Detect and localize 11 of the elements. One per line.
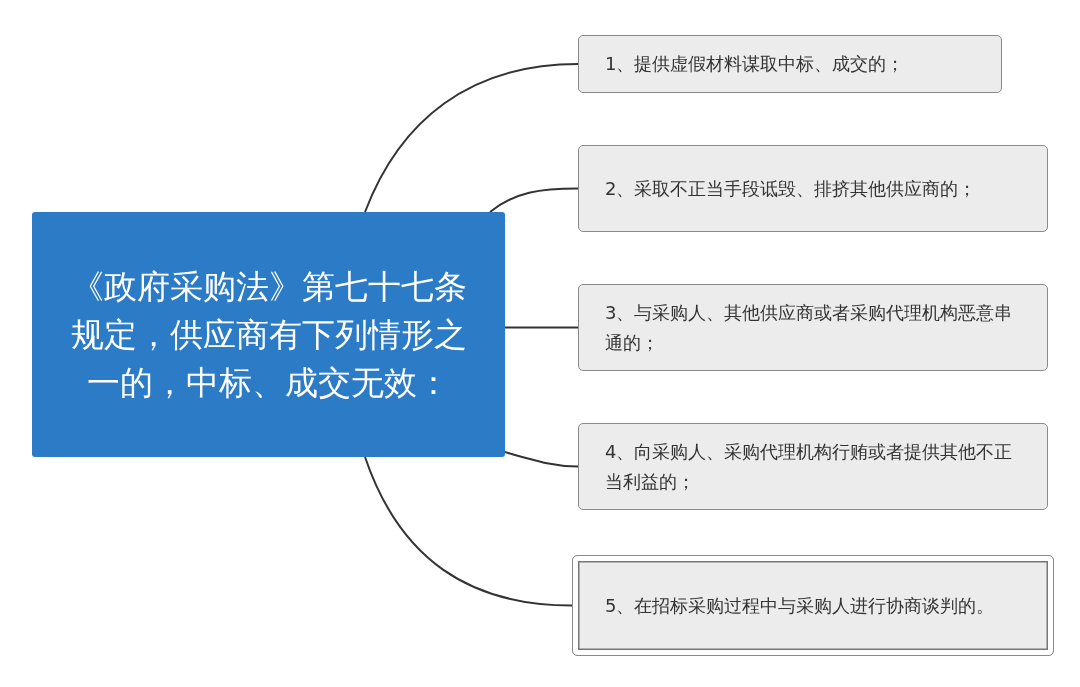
item-box: 3、与采购人、其他供应商或者采购代理机构恶意串通的； bbox=[578, 284, 1048, 371]
connector-line bbox=[489, 187, 579, 213]
connector-line bbox=[364, 456, 573, 607]
topic-box: 《政府采购法》第七十七条规定，供应商有下列情形之一的，中标、成交无效： bbox=[32, 212, 505, 457]
item-box: 5、在招标采购过程中与采购人进行协商谈判的。 bbox=[572, 555, 1054, 656]
connector-line bbox=[504, 326, 579, 329]
connector-line bbox=[364, 63, 579, 213]
item-box: 1、提供虚假材料谋取中标、成交的； bbox=[578, 35, 1002, 93]
item-box: 2、采取不正当手段诋毁、排挤其他供应商的； bbox=[578, 145, 1048, 232]
item-box: 4、向采购人、采购代理机构行贿或者提供其他不正当利益的； bbox=[578, 423, 1048, 510]
connector-line bbox=[504, 451, 579, 468]
